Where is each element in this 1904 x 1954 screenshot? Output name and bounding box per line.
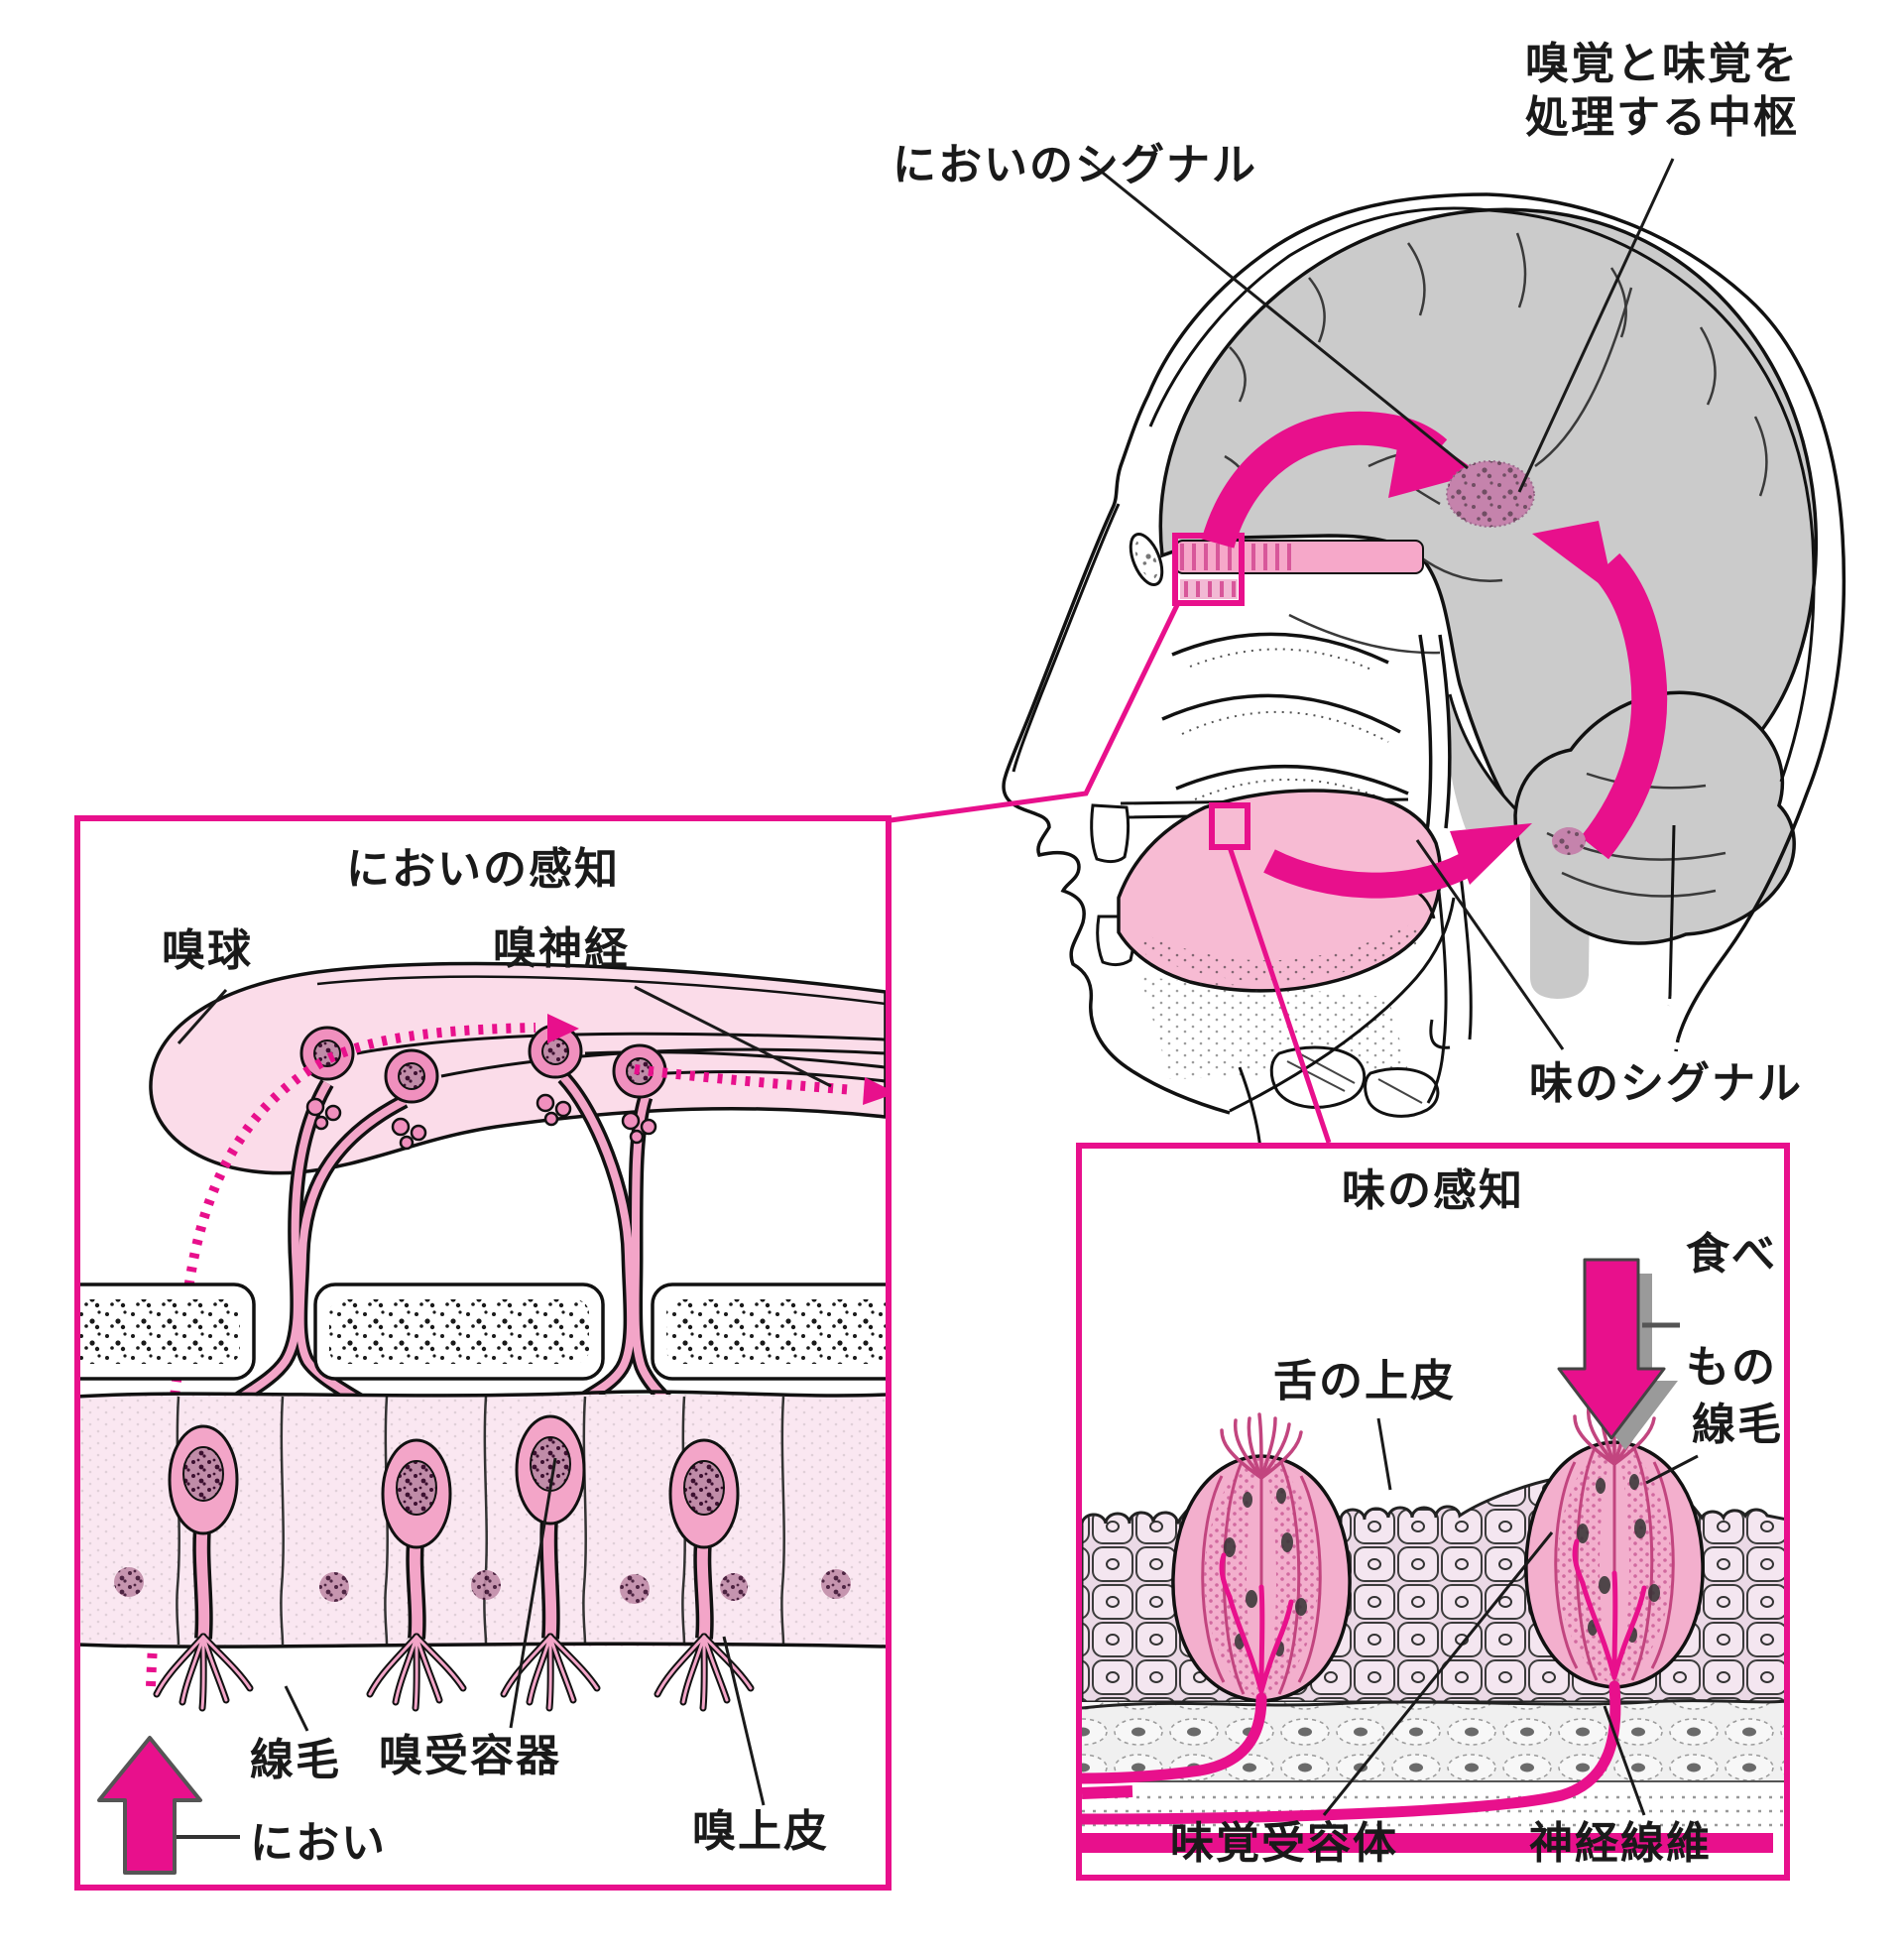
olfactory-epithelium-strip <box>1172 533 1424 606</box>
odor-arrow <box>97 1736 240 1875</box>
processing-center-line2: 処理する中枢 <box>1525 91 1799 143</box>
olfactory-bulb-label: 嗅球 <box>162 925 253 976</box>
head-outline <box>1002 192 1846 1115</box>
smell-signal-label: においのシグナル <box>892 140 1257 190</box>
taste-signal-label: 味のシグナル <box>1529 1058 1803 1109</box>
cribriform-bone <box>80 1282 886 1381</box>
cilia-label-taste: 線毛 <box>1692 1400 1783 1450</box>
smell-inset-title: においの感知 <box>346 844 620 895</box>
tongue-epithelium-label: 舌の上皮 <box>1273 1356 1456 1406</box>
taste-inset-art <box>1082 1258 1784 1853</box>
brainstem-to-center-arrow <box>1580 552 1668 860</box>
taste-nerve-fibres <box>1082 1680 1621 1825</box>
neck-structures <box>1140 864 1473 1160</box>
signal-arrows <box>1201 411 1668 899</box>
inset-connectors <box>890 601 1332 1144</box>
mouth <box>1090 789 1443 993</box>
smell-inset-box <box>74 815 892 1891</box>
smell-inset-art <box>80 961 886 1875</box>
olfactory-receptor-cells <box>157 1414 751 1708</box>
taste-signal-arrow <box>1263 849 1472 899</box>
olfactory-receptor-label: 嗅受容器 <box>379 1731 561 1781</box>
food-arrow <box>1557 1258 1680 1450</box>
cilia-label-smell: 線毛 <box>250 1735 341 1785</box>
callout-lines <box>1087 158 1675 1050</box>
processing-center-line1: 嗅覚と味覚を <box>1525 39 1799 89</box>
taste-receptor-label: 味覚受容体 <box>1170 1818 1398 1869</box>
smell-signal-path <box>146 1014 886 1687</box>
taste-inset-box <box>1076 1143 1790 1881</box>
olfactory-epithelium-label: 嗅上皮 <box>692 1806 829 1857</box>
head-illustration <box>890 158 1846 1160</box>
brainstem-relay-dot <box>1552 827 1586 855</box>
food-label-line2: もの <box>1686 1342 1777 1393</box>
mitral-cells <box>299 1024 667 1151</box>
taste-inset-title: 味の感知 <box>1342 1165 1524 1216</box>
odor-label: におい <box>250 1818 387 1869</box>
processing-center-dot <box>1446 460 1535 528</box>
smell-inset-callouts <box>177 985 832 1806</box>
taste-inset-callouts <box>1322 1417 1699 1816</box>
food-label-line1: 食べ <box>1686 1229 1777 1280</box>
cerebellum <box>1513 690 1796 945</box>
olfactory-nerve-label: 嗅神経 <box>493 923 630 974</box>
nerve-fiber-label: 神経線維 <box>1529 1818 1712 1869</box>
processing-center-label: 嗅覚と味覚を 処理する中枢 <box>1525 38 1799 144</box>
